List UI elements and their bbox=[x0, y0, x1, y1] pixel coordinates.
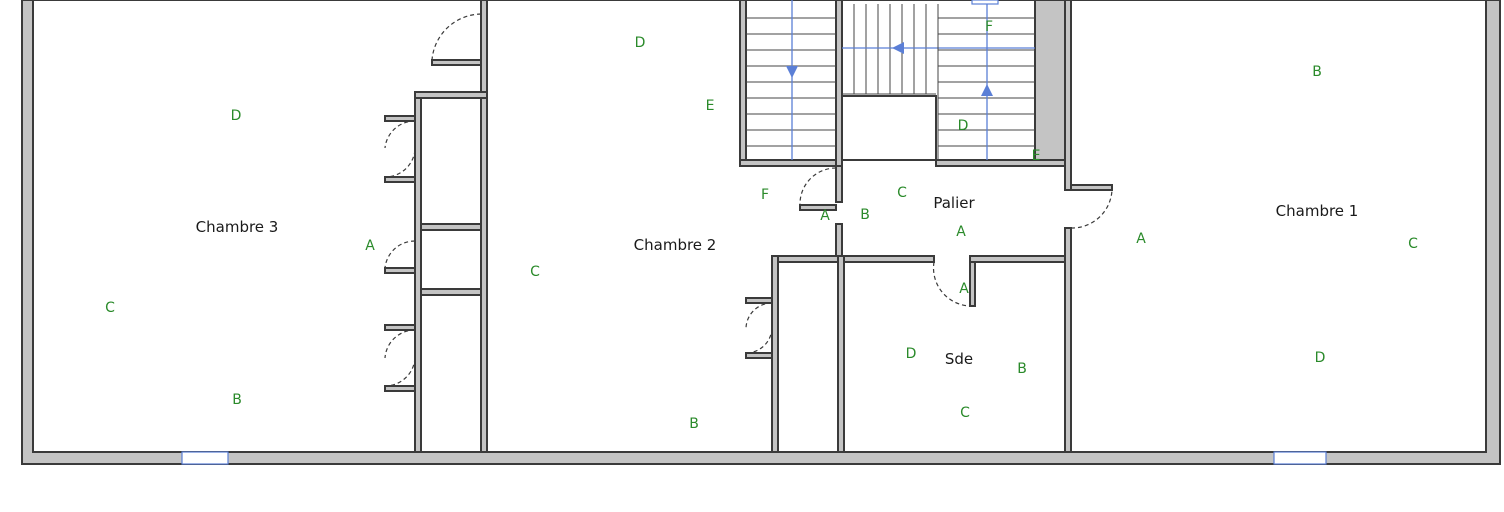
stair-bottom-wall bbox=[739, 159, 841, 167]
corner-letter: B bbox=[689, 416, 699, 432]
exterior-wall bbox=[21, 0, 1501, 465]
door-swings bbox=[384, 13, 1113, 387]
corner-letter: B bbox=[1312, 64, 1322, 80]
corner-letter: B bbox=[860, 207, 870, 223]
sde-door-stub bbox=[969, 261, 976, 307]
room-label-palier: Palier bbox=[933, 194, 975, 212]
corner-letter: B bbox=[232, 392, 242, 408]
corner-letter: A bbox=[956, 224, 966, 240]
sde-top-wall-right bbox=[969, 255, 1066, 263]
corner-letter: A bbox=[959, 281, 969, 297]
palier-left-wall-2 bbox=[835, 223, 843, 259]
closet-stub-4 bbox=[384, 324, 416, 331]
closet-stub-5 bbox=[384, 385, 416, 392]
corner-letter: D bbox=[906, 346, 917, 362]
corner-letter: D bbox=[635, 35, 646, 51]
palier-right-wall bbox=[1064, 0, 1072, 191]
corner-letter: A bbox=[365, 238, 375, 254]
palier-left-wall bbox=[835, 165, 843, 203]
corner-letter: E bbox=[706, 98, 715, 114]
palier-right-wall-2 bbox=[1064, 227, 1072, 453]
room-label-chambre-3: Chambre 3 bbox=[196, 218, 279, 236]
room-label-chambre-1: Chambre 1 bbox=[1276, 202, 1359, 220]
stair-right-bottom bbox=[935, 159, 1066, 167]
palier-door-stub bbox=[799, 204, 837, 211]
room-label-sde: Sde bbox=[945, 350, 973, 368]
window-stair bbox=[971, 0, 999, 5]
closet-stub-3 bbox=[384, 267, 416, 274]
corner-letter: C bbox=[960, 405, 970, 421]
stair-left-wall bbox=[739, 0, 747, 166]
corner-letter: F bbox=[761, 187, 769, 203]
corner-letter: B bbox=[1017, 361, 1027, 377]
sde-left-wall bbox=[837, 255, 845, 453]
corner-letter: A bbox=[1136, 231, 1146, 247]
corner-letters: D A C B D E F C B F D E C A B A A D B C … bbox=[105, 19, 1418, 432]
stair-core-box bbox=[841, 95, 937, 161]
corner-letter: D bbox=[231, 108, 242, 124]
palier-door-stub-right bbox=[1070, 184, 1113, 191]
room-label-chambre-2: Chambre 2 bbox=[634, 236, 717, 254]
window-chambre1 bbox=[1273, 451, 1327, 465]
corner-letter: C bbox=[105, 300, 115, 316]
door-stub-top bbox=[431, 59, 482, 66]
window-chambre3 bbox=[181, 451, 229, 465]
closet-door-stub-c2b bbox=[745, 352, 773, 359]
closet-stub-1 bbox=[384, 115, 416, 122]
corner-letter: D bbox=[958, 118, 969, 134]
stair-flight-left bbox=[746, 0, 836, 160]
closet-divider-2 bbox=[420, 288, 482, 296]
closet-top-wall bbox=[414, 91, 488, 99]
corner-letter: C bbox=[1408, 236, 1418, 252]
stair-flight-right bbox=[937, 0, 1035, 160]
corner-letter: C bbox=[530, 264, 540, 280]
stair-right-wall bbox=[1034, 0, 1066, 166]
sde-top-wall-left bbox=[771, 255, 935, 263]
corner-letter: E bbox=[1032, 148, 1041, 164]
corner-letter: F bbox=[985, 19, 993, 35]
corner-letter: A bbox=[820, 208, 830, 224]
corner-letter: C bbox=[897, 185, 907, 201]
corner-letter: D bbox=[1315, 350, 1326, 366]
closet-door-stub-c2a bbox=[745, 297, 773, 304]
closet-divider-1 bbox=[420, 223, 482, 231]
closet-stub-2 bbox=[384, 176, 416, 183]
